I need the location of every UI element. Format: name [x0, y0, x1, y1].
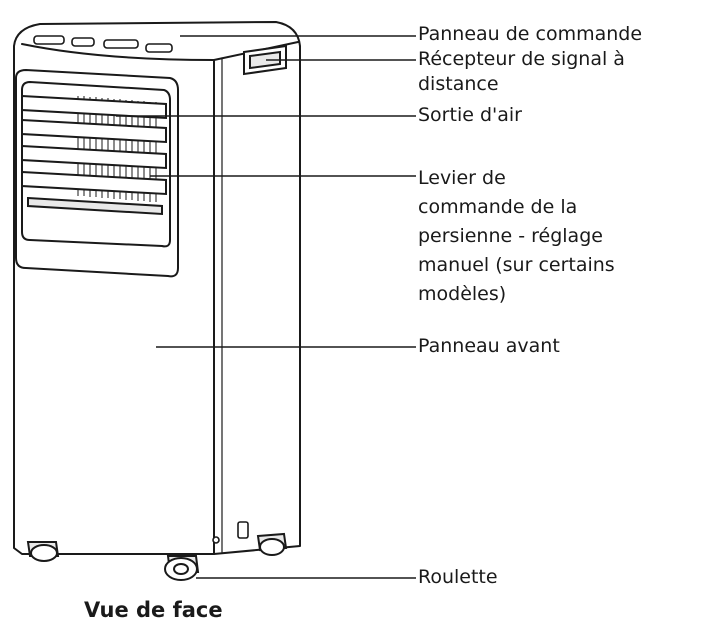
top-surface: [21, 41, 299, 61]
label-control-panel: Panneau de commande: [418, 23, 643, 45]
louver-blades: [21, 94, 167, 216]
control-panel-buttons: [33, 35, 173, 53]
label-louver-lever: Levier de commande de la persienne - rég…: [418, 167, 615, 305]
label-remote-receiver: Récepteur de signal à distance: [418, 48, 625, 95]
leader-lines: [116, 35, 416, 579]
label-front-panel: Panneau avant: [418, 335, 560, 357]
drain-port: [212, 521, 249, 544]
label-caster: Roulette: [418, 566, 498, 588]
label-air-outlet: Sortie d'air: [418, 104, 522, 126]
casters: [26, 532, 288, 581]
view-caption: Vue de face: [84, 598, 223, 622]
remote-receiver-window: [243, 44, 287, 76]
